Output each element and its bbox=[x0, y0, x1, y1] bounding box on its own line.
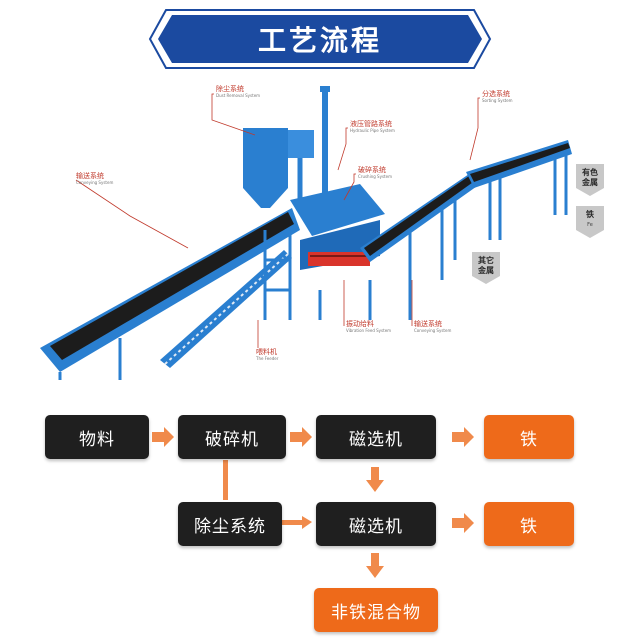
callout-feeder-en: The Feeder bbox=[256, 356, 279, 361]
callout-conveyor-right-en: Conveying System bbox=[414, 328, 452, 333]
flow-material: 物料 bbox=[45, 415, 149, 459]
right-lower-conveyor bbox=[360, 172, 480, 320]
page-title: 工艺流程 bbox=[257, 24, 382, 57]
callout-hydraulic-cn: 液压管路系统 bbox=[350, 120, 392, 128]
flow-crusher: 破碎机 bbox=[178, 415, 286, 459]
callout-vibrating-cn: 振动给料 bbox=[346, 320, 374, 328]
callout-dust: 除尘系统 Dust Removal System bbox=[216, 85, 260, 98]
support-tower bbox=[263, 230, 372, 320]
callout-hydraulic: 液压管路系统 Hydraulic Pipe System bbox=[350, 120, 395, 133]
output-tags bbox=[472, 164, 604, 284]
callout-lines bbox=[75, 93, 480, 348]
callout-crusher-cn: 破碎系统 bbox=[358, 166, 386, 174]
flow-magnet-2-label: 磁选机 bbox=[349, 516, 403, 537]
flow-nonferrous-mixture: 非铁混合物 bbox=[314, 588, 438, 632]
flow-iron-2: 铁 bbox=[484, 502, 574, 546]
callout-sorting-en: Sorting System bbox=[482, 98, 513, 103]
callout-conveyor-right-cn: 输送系统 bbox=[414, 320, 442, 328]
callout-conveyor-left-en: Conveying System bbox=[76, 180, 114, 185]
flow-material-label: 物料 bbox=[79, 429, 115, 450]
callout-sorting: 分选系统 Sorting System bbox=[482, 90, 513, 103]
flow-crusher-label: 破碎机 bbox=[205, 429, 259, 450]
flow-magnet-2: 磁选机 bbox=[316, 502, 436, 546]
callout-conveyor-right: 输送系统 Conveying System bbox=[414, 320, 451, 333]
tag-other-line1: 其它 bbox=[478, 256, 494, 265]
tag-nonferrous-line2: 金属 bbox=[582, 178, 598, 187]
left-conveyor bbox=[40, 208, 300, 380]
tag-nonferrous-line1: 有色 bbox=[582, 168, 598, 177]
tag-nonferrous: 有色 金属 bbox=[576, 168, 604, 188]
tag-iron-en: Fe bbox=[587, 222, 593, 228]
callout-conveyor-left-cn: 输送系统 bbox=[76, 172, 104, 180]
callout-hydraulic-en: Hydraulic Pipe System bbox=[350, 128, 395, 133]
callout-feeder-cn: 喂料机 bbox=[256, 348, 277, 356]
tag-other: 其它 金属 bbox=[472, 256, 500, 276]
callout-dust-en: Dust Removal System bbox=[216, 93, 261, 98]
callout-vibrating-en: Vibration Feed System bbox=[346, 328, 392, 333]
title-banner: 工艺流程 bbox=[148, 6, 492, 72]
right-upper-conveyor bbox=[466, 140, 572, 240]
flow-iron-2-label: 铁 bbox=[520, 516, 538, 537]
callout-crusher-en: Crushing System bbox=[358, 174, 392, 179]
flow-iron-1: 铁 bbox=[484, 415, 574, 459]
crusher-body bbox=[290, 184, 385, 270]
flow-magnet-1: 磁选机 bbox=[316, 415, 436, 459]
callout-sorting-cn: 分选系统 bbox=[482, 90, 510, 98]
callout-conveyor-left: 输送系统 Conveying System bbox=[76, 172, 113, 185]
production-line-drawing bbox=[40, 86, 604, 380]
callout-crusher: 破碎系统 Crushing System bbox=[358, 166, 392, 179]
machine-illustration: 除尘系统 Dust Removal System 液压管路系统 Hydrauli… bbox=[0, 80, 640, 390]
tag-iron-line1: 铁 bbox=[586, 210, 594, 219]
banner-shape bbox=[148, 9, 492, 69]
callout-vibrating: 振动给料 Vibration Feed System bbox=[346, 320, 391, 333]
tag-other-line2: 金属 bbox=[478, 266, 494, 275]
feeder-incline bbox=[160, 250, 292, 368]
flow-dust-system-label: 除尘系统 bbox=[194, 516, 266, 537]
callout-feeder: 喂料机 The Feeder bbox=[256, 348, 278, 361]
tag-iron: 铁 Fe bbox=[576, 210, 604, 230]
flow-nonferrous-mixture-label: 非铁混合物 bbox=[331, 602, 421, 623]
flow-iron-1-label: 铁 bbox=[520, 429, 538, 450]
callout-dust-cn: 除尘系统 bbox=[216, 85, 244, 93]
flow-magnet-1-label: 磁选机 bbox=[349, 429, 403, 450]
flow-dust-system: 除尘系统 bbox=[178, 502, 282, 546]
